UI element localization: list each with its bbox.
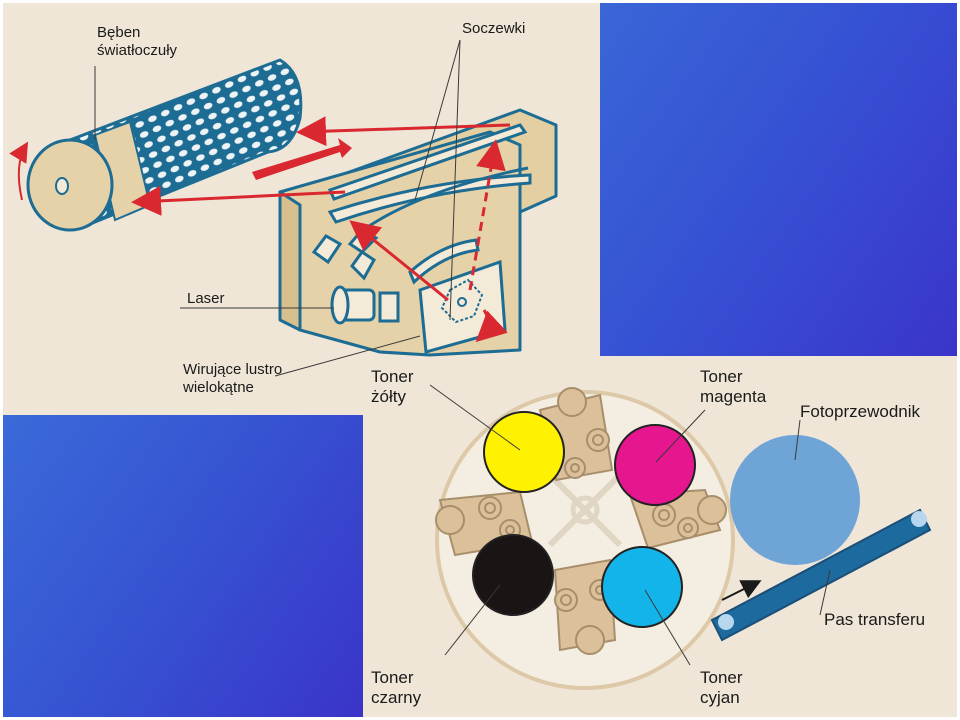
label-laser: Laser [187,290,225,307]
photosensitive-drum [9,58,303,232]
scanner-housing [278,108,558,357]
laser-beams [131,116,511,343]
label-drum: Bęben światłoczuły [97,24,178,59]
toner-cartridges [472,411,696,628]
label-photoconductor: Fotoprzewodnik [800,402,921,421]
label-toner-cyan: Toner cyjan [700,668,743,707]
blue-panel-bottom-left [3,415,363,717]
top-leader-lines [94,39,461,377]
label-transfer-belt: Pas transferu [824,610,926,629]
toner-yellow-circle [483,411,565,493]
toner-magenta-circle [614,424,696,506]
label-lenses: Soczewki [462,20,526,37]
photoconductor-and-belt [710,435,932,642]
toner-black-circle [472,534,554,616]
label-toner-magenta: Toner magenta [700,367,767,406]
transfer-belt [710,508,932,642]
bottom-leader-lines [429,384,831,666]
label-toner-yellow: Toner żółty [371,367,414,406]
blue-panel-top-right [600,3,957,356]
label-mirror: Wirujące lustro wielokątne [183,361,283,396]
label-toner-black: Toner czarny [371,668,422,707]
photoconductor-drum [730,435,860,565]
toner-carousel [435,387,735,690]
toner-cyan-circle [601,546,683,628]
